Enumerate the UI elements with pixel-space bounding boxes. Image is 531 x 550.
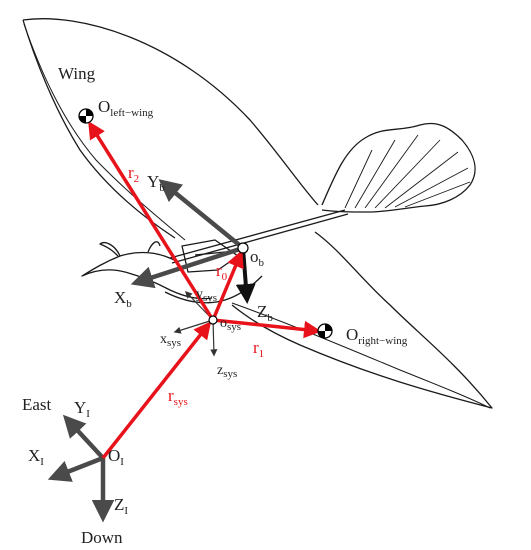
r2-vector (88, 121, 215, 321)
zb-label: Zb (257, 302, 273, 324)
left-wing-spar (23, 23, 186, 241)
tail-feathers (344, 134, 471, 209)
r1-label: r1 (253, 338, 264, 360)
o-right-wing-label: Oright−wing (346, 325, 408, 347)
zsys-axis-arrow (210, 319, 218, 357)
com-marker-left-wing (78, 108, 94, 124)
origin-marker-body (237, 242, 249, 254)
xi-label: XI (28, 446, 44, 468)
r0-label: r0 (216, 261, 228, 283)
yb-axis-arrow (158, 179, 245, 250)
rsys-label: rsys (168, 386, 188, 408)
right-wing-outline (231, 231, 493, 409)
com-marker-right-wing (317, 323, 333, 339)
xsys-label: xsys (160, 332, 181, 349)
inertial-frame-axes (47, 414, 115, 523)
r-sys-vector (101, 321, 212, 460)
tail-outline (321, 122, 476, 213)
xi-axis-arrow (47, 455, 104, 482)
yi-axis-arrow (62, 414, 105, 460)
zsys-label: zsys (217, 363, 237, 380)
r2-label: r2 (128, 163, 139, 185)
xb-label: Xb (114, 288, 132, 310)
o-left-wing-label: Oleft−wing (98, 97, 154, 119)
ob-label: ob (250, 247, 265, 269)
down-label: Down (81, 528, 123, 547)
left-wing-outline (22, 18, 319, 239)
yi-label: YI (74, 398, 90, 420)
r0-vector (211, 249, 244, 321)
wing-label: Wing (58, 64, 96, 83)
osys-label: osys (220, 316, 241, 333)
head-outline (81, 251, 213, 300)
ysys-label: ysys (196, 287, 217, 304)
origin-marker-sys (208, 315, 218, 325)
zb-axis-arrow (235, 247, 256, 304)
r1-vector (212, 318, 322, 339)
yb-label: Yb (147, 172, 165, 194)
east-label: East (22, 395, 52, 414)
xb-axis-arrow (130, 245, 244, 289)
right-wing-spar (231, 302, 491, 409)
oi-label: OI (108, 446, 124, 468)
head-crest (99, 241, 161, 257)
zi-label: ZI (114, 495, 128, 517)
position-vectors (88, 121, 322, 460)
